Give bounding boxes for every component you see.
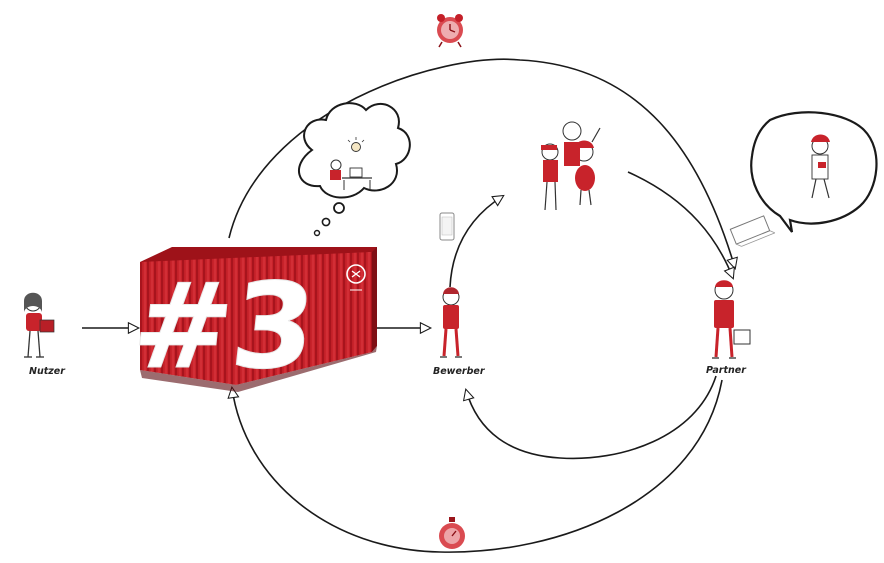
team-group-figure	[541, 122, 600, 210]
applicant-label: Bewerber	[433, 366, 486, 377]
business-card-icon	[730, 214, 775, 248]
user-label: Nutzer	[29, 366, 66, 377]
speech-bubble-icon	[751, 112, 876, 232]
container-number: #3	[126, 257, 321, 395]
applicant-figure	[440, 287, 462, 357]
thought-bubble-icon	[299, 103, 410, 235]
user-figure	[24, 293, 54, 357]
partner-label: Partner	[706, 365, 747, 376]
partner-to-applicant-arc	[466, 376, 716, 458]
smartphone-icon	[440, 213, 454, 240]
outer-cycle-bottom-arc	[232, 380, 722, 552]
partner-figure	[712, 280, 750, 358]
team-to-partner-arc	[628, 172, 733, 278]
stopwatch-icon	[439, 517, 465, 549]
shipping-container: #3	[126, 247, 377, 395]
applicant-to-team-arc	[450, 196, 503, 287]
alarm-clock-icon	[437, 14, 463, 47]
